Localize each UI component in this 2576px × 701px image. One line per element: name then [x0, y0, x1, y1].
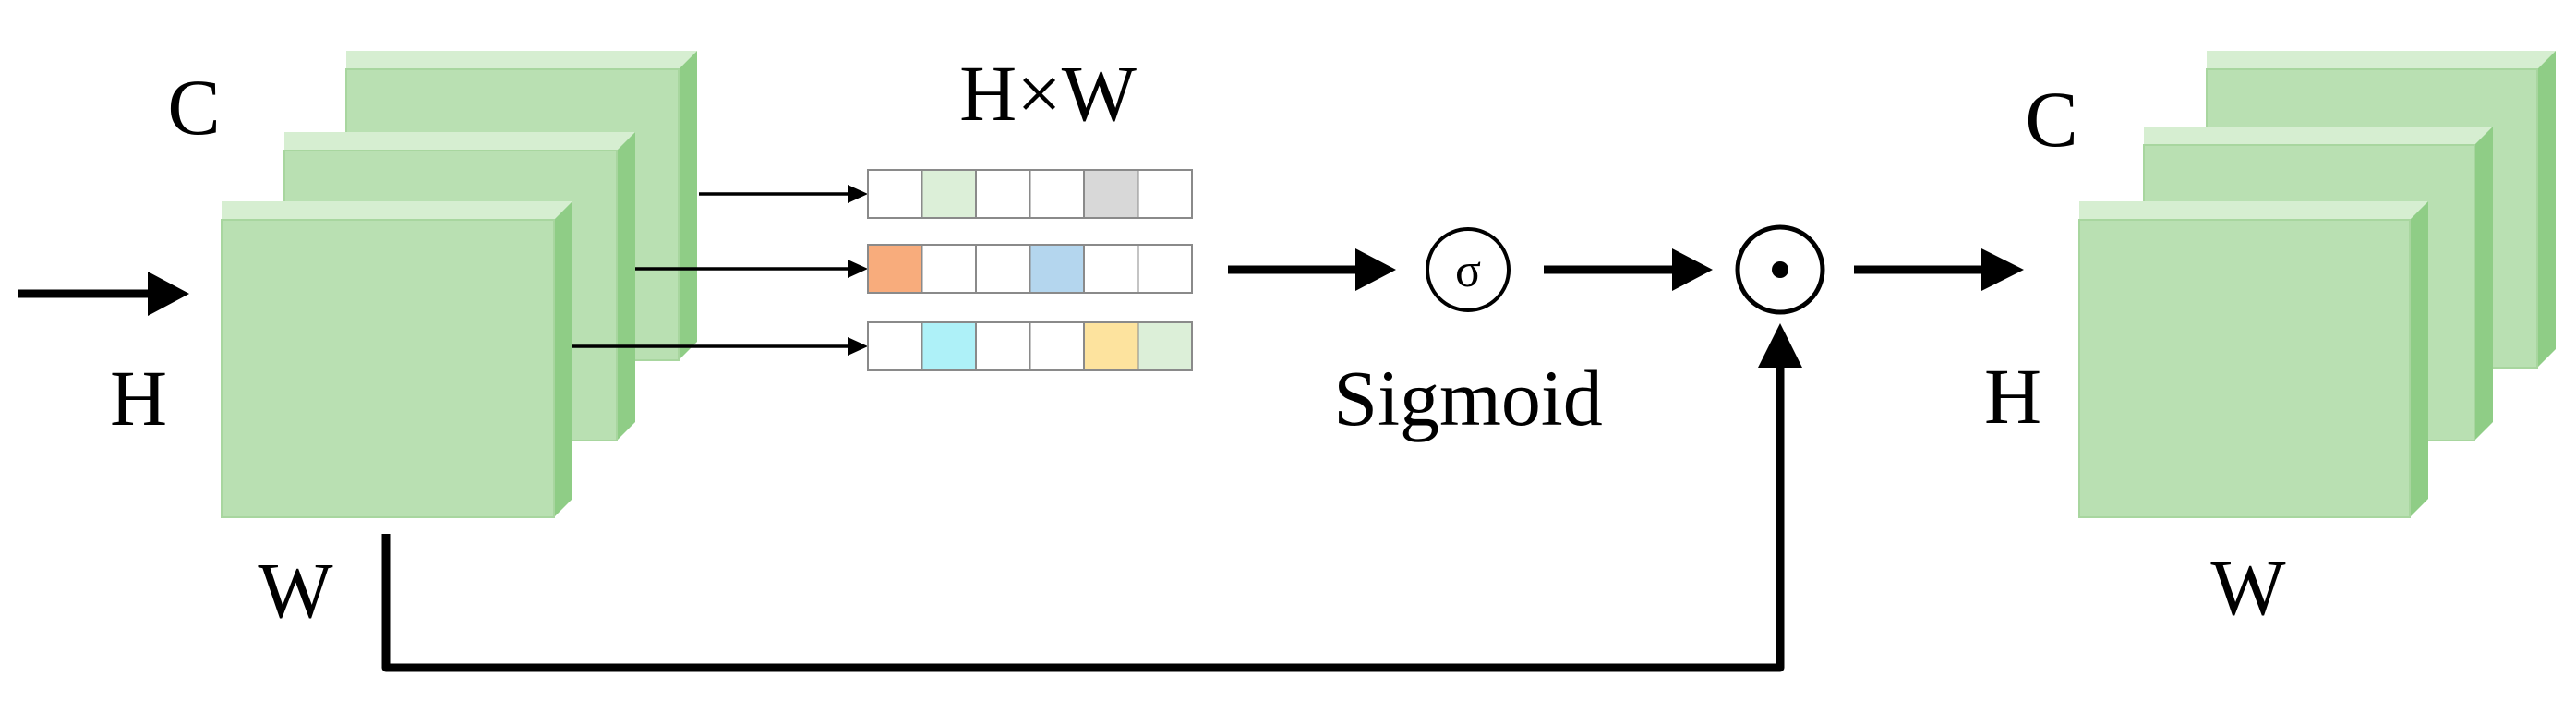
cell-r2-c6 [1137, 244, 1193, 294]
flatten-label: H×W [959, 49, 1137, 138]
cell-r1-c4 [1029, 169, 1085, 219]
input-arrow [18, 272, 189, 316]
sigma-symbol: σ [1455, 245, 1481, 297]
cell-r3-c2 [921, 321, 977, 371]
arrow-to-output [1854, 248, 2024, 291]
cell-r2-c5 [1083, 244, 1139, 294]
multiply-dot-icon [1772, 261, 1788, 278]
output-width-label: W [2210, 543, 2285, 632]
flattened-row-2 [867, 244, 1193, 294]
output-channel-front [2078, 201, 2428, 518]
elementwise-multiply-node [1735, 224, 1825, 315]
flatten-arrow-1 [699, 185, 868, 203]
flattened-rows [867, 169, 1193, 371]
cell-r3-c1 [867, 321, 923, 371]
input-feature-map [221, 51, 697, 518]
output-channel-label: C [2025, 75, 2077, 163]
cell-r3-c4 [1029, 321, 1085, 371]
skip-connection [381, 323, 1802, 672]
cell-r1-c3 [975, 169, 1031, 219]
cell-r2-c4 [1029, 244, 1085, 294]
arrow-to-sigmoid [1228, 248, 1396, 291]
cell-r2-c1 [867, 244, 923, 294]
flatten-arrow-3 [572, 337, 868, 356]
flattened-row-1 [867, 169, 1193, 219]
cell-r1-c5 [1083, 169, 1139, 219]
cell-r1-c6 [1137, 169, 1193, 219]
cell-r2-c2 [921, 244, 977, 294]
cell-r3-c6 [1137, 321, 1193, 371]
flattened-row-3 [867, 321, 1193, 371]
output-feature-map [2078, 51, 2556, 518]
input-width-label: W [258, 546, 332, 635]
flatten-arrow-2 [635, 260, 868, 278]
output-height-label: H [1984, 352, 2041, 441]
cell-r1-c1 [867, 169, 923, 219]
sigmoid-node: σ [1426, 227, 1511, 312]
input-channel-front [221, 201, 572, 518]
input-channel-label: C [167, 63, 220, 151]
cell-r3-c5 [1083, 321, 1139, 371]
cell-r3-c3 [975, 321, 1031, 371]
arrow-to-multiply [1544, 248, 1713, 291]
cell-r1-c2 [921, 169, 977, 219]
input-height-label: H [110, 354, 167, 442]
sigmoid-label: Sigmoid [1333, 354, 1603, 442]
cell-r2-c3 [975, 244, 1031, 294]
